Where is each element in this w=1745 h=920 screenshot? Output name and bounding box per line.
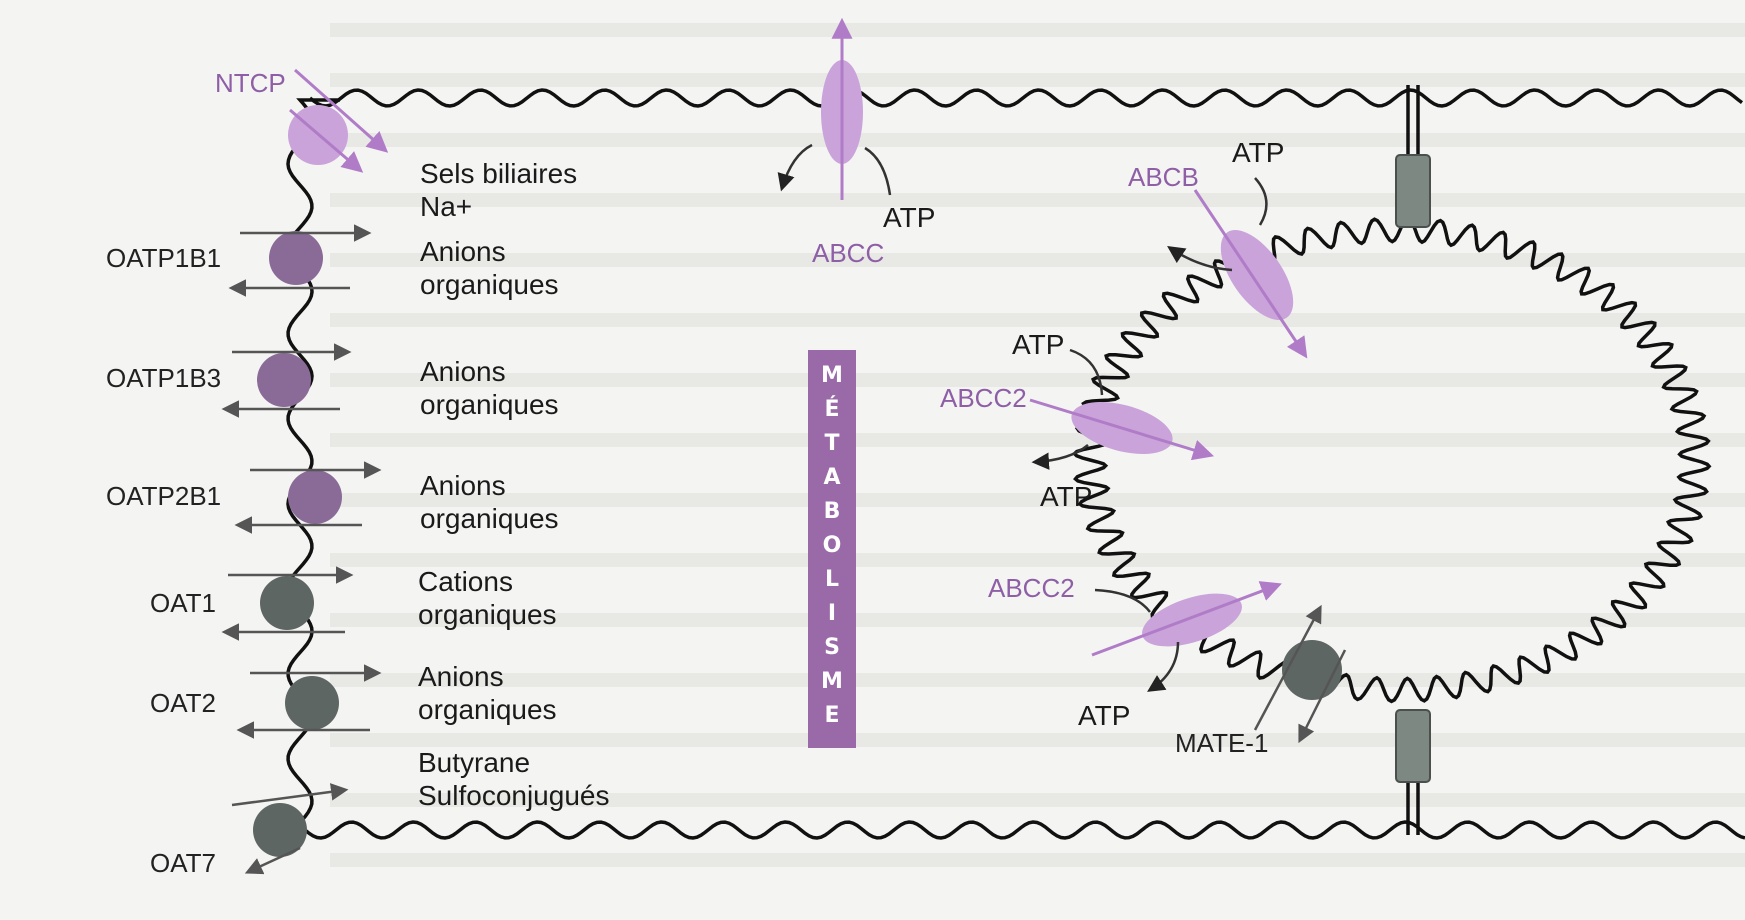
- abcb-label: ABCB: [1128, 162, 1199, 192]
- mate1-label: MATE-1: [1175, 728, 1268, 758]
- ntcp-substrate-1: Sels biliaires: [420, 158, 577, 189]
- tight-junction-bottom: [1396, 710, 1430, 782]
- ntcp-label: NTCP: [215, 68, 286, 98]
- oat7-substrate-1: Butyrane: [418, 747, 530, 778]
- oat2-label: OAT2: [150, 688, 216, 718]
- metabolism-letter: M: [821, 669, 843, 694]
- oatp1b3-substrate-1: Anions: [420, 356, 506, 387]
- abcc-transporter: [782, 22, 890, 200]
- metabolism-letter: I: [828, 601, 836, 626]
- abcc2-top-atp-out: ATP: [1040, 481, 1092, 512]
- oatp1b3-label: OATP1B3: [106, 363, 221, 393]
- oat2-substrate-1: Anions: [418, 661, 504, 692]
- oat1-substrate-1: Cations: [418, 566, 513, 597]
- metabolism-letter: T: [824, 431, 839, 456]
- oat7-label: OAT7: [150, 848, 216, 878]
- oatp2b1-substrate-1: Anions: [420, 470, 506, 501]
- oat7-transporter: [232, 790, 345, 872]
- oat1-substrate-2: organiques: [418, 599, 557, 630]
- metabolism-letter: É: [824, 396, 839, 422]
- oat2-substrate-2: organiques: [418, 694, 557, 725]
- abcc2-top-label: ABCC2: [940, 383, 1027, 413]
- top-membrane: [310, 90, 1742, 106]
- oatp1b1-substrate-1: Anions: [420, 236, 506, 267]
- abcc-atp: ATP: [883, 202, 935, 233]
- abcc2-bottom-label: ABCC2: [988, 573, 1075, 603]
- oatp1b1-label: OATP1B1: [106, 243, 221, 273]
- ntcp-substrate-2: Na+: [420, 191, 472, 222]
- oatp1b3-transporter: [225, 352, 348, 409]
- metabolism-letter: E: [824, 703, 839, 728]
- oatp2b1-label: OATP2B1: [106, 481, 221, 511]
- oat1-label: OAT1: [150, 588, 216, 618]
- metabolism-letter: S: [824, 635, 840, 660]
- oat7-substrate-2: Sulfoconjugués: [418, 780, 609, 811]
- oatp2b1-substrate-2: organiques: [420, 503, 559, 534]
- metabolism-letter: M: [821, 363, 843, 388]
- metabolism-letter: B: [824, 499, 841, 524]
- tight-junction-top: [1396, 155, 1430, 227]
- abcc2-bottom-atp: ATP: [1078, 700, 1130, 731]
- abcc2-top-atp-in: ATP: [1012, 329, 1064, 360]
- background-texture: [330, 30, 1745, 860]
- oatp1b1-substrate-2: organiques: [420, 269, 559, 300]
- bottom-membrane: [305, 822, 1745, 838]
- metabolism-letter: A: [823, 465, 840, 490]
- abcb-atp: ATP: [1232, 137, 1284, 168]
- metabolism-letter: O: [823, 533, 842, 558]
- metabolism-letter: L: [825, 567, 839, 592]
- abcc-label: ABCC: [812, 238, 884, 268]
- oatp1b3-substrate-2: organiques: [420, 389, 559, 420]
